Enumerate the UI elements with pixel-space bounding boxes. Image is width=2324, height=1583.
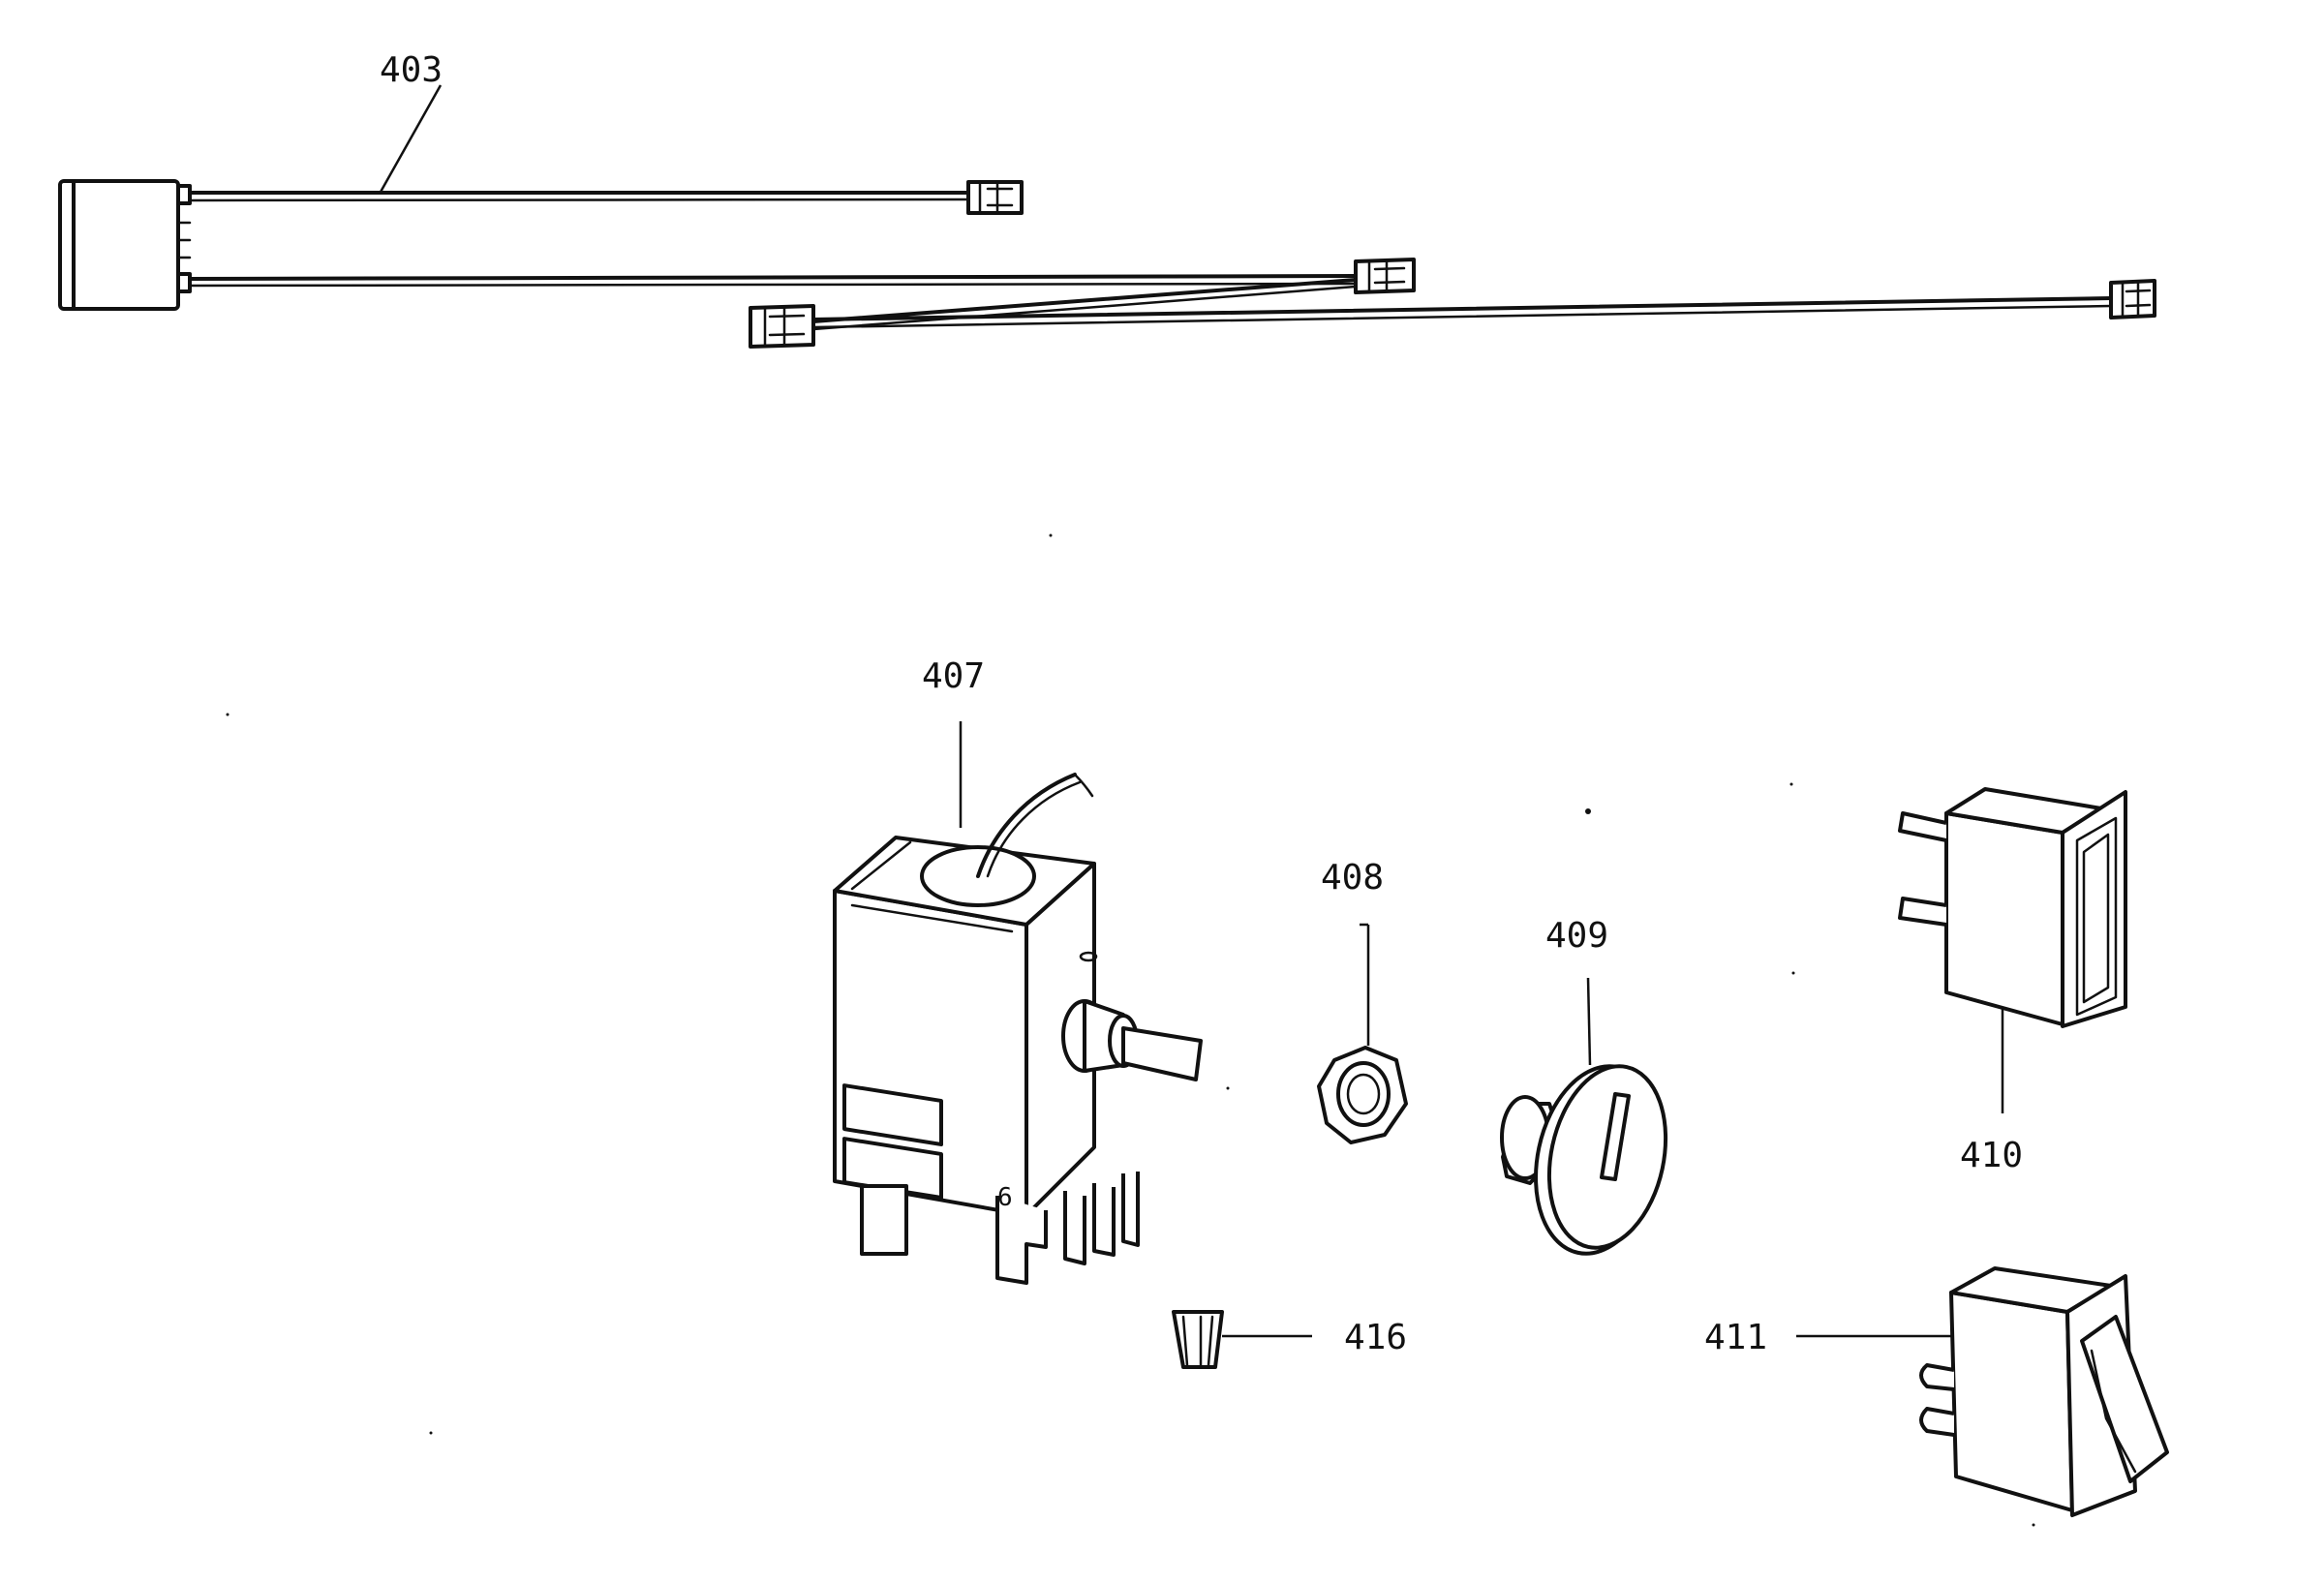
part-403-wire-harness: 403 xyxy=(58,50,2156,349)
terminal-upper xyxy=(966,180,1024,215)
label-407: 407 xyxy=(922,656,985,696)
part-416-clip: 416 xyxy=(1172,1310,1407,1369)
label-408: 408 xyxy=(1321,858,1384,898)
part-411-switch: 411 xyxy=(1704,1266,2169,1517)
svg-text:6: 6 xyxy=(997,1183,1013,1212)
terminal-far-right xyxy=(2109,279,2156,320)
part-410-switch: 410 xyxy=(1898,787,2127,1175)
part-408-nut: 408 xyxy=(1317,858,1408,1144)
part-409-knob: 409 xyxy=(1500,916,1668,1256)
terminal-right-upper xyxy=(1354,258,1416,294)
label-416: 416 xyxy=(1344,1318,1407,1357)
label-409: 409 xyxy=(1545,916,1608,956)
label-403: 403 xyxy=(380,50,443,90)
terminal-left-lower xyxy=(749,304,815,349)
label-411: 411 xyxy=(1704,1318,1767,1357)
part-407-thermostat: 6 407 xyxy=(833,656,1203,1285)
label-410: 410 xyxy=(1960,1136,2023,1175)
